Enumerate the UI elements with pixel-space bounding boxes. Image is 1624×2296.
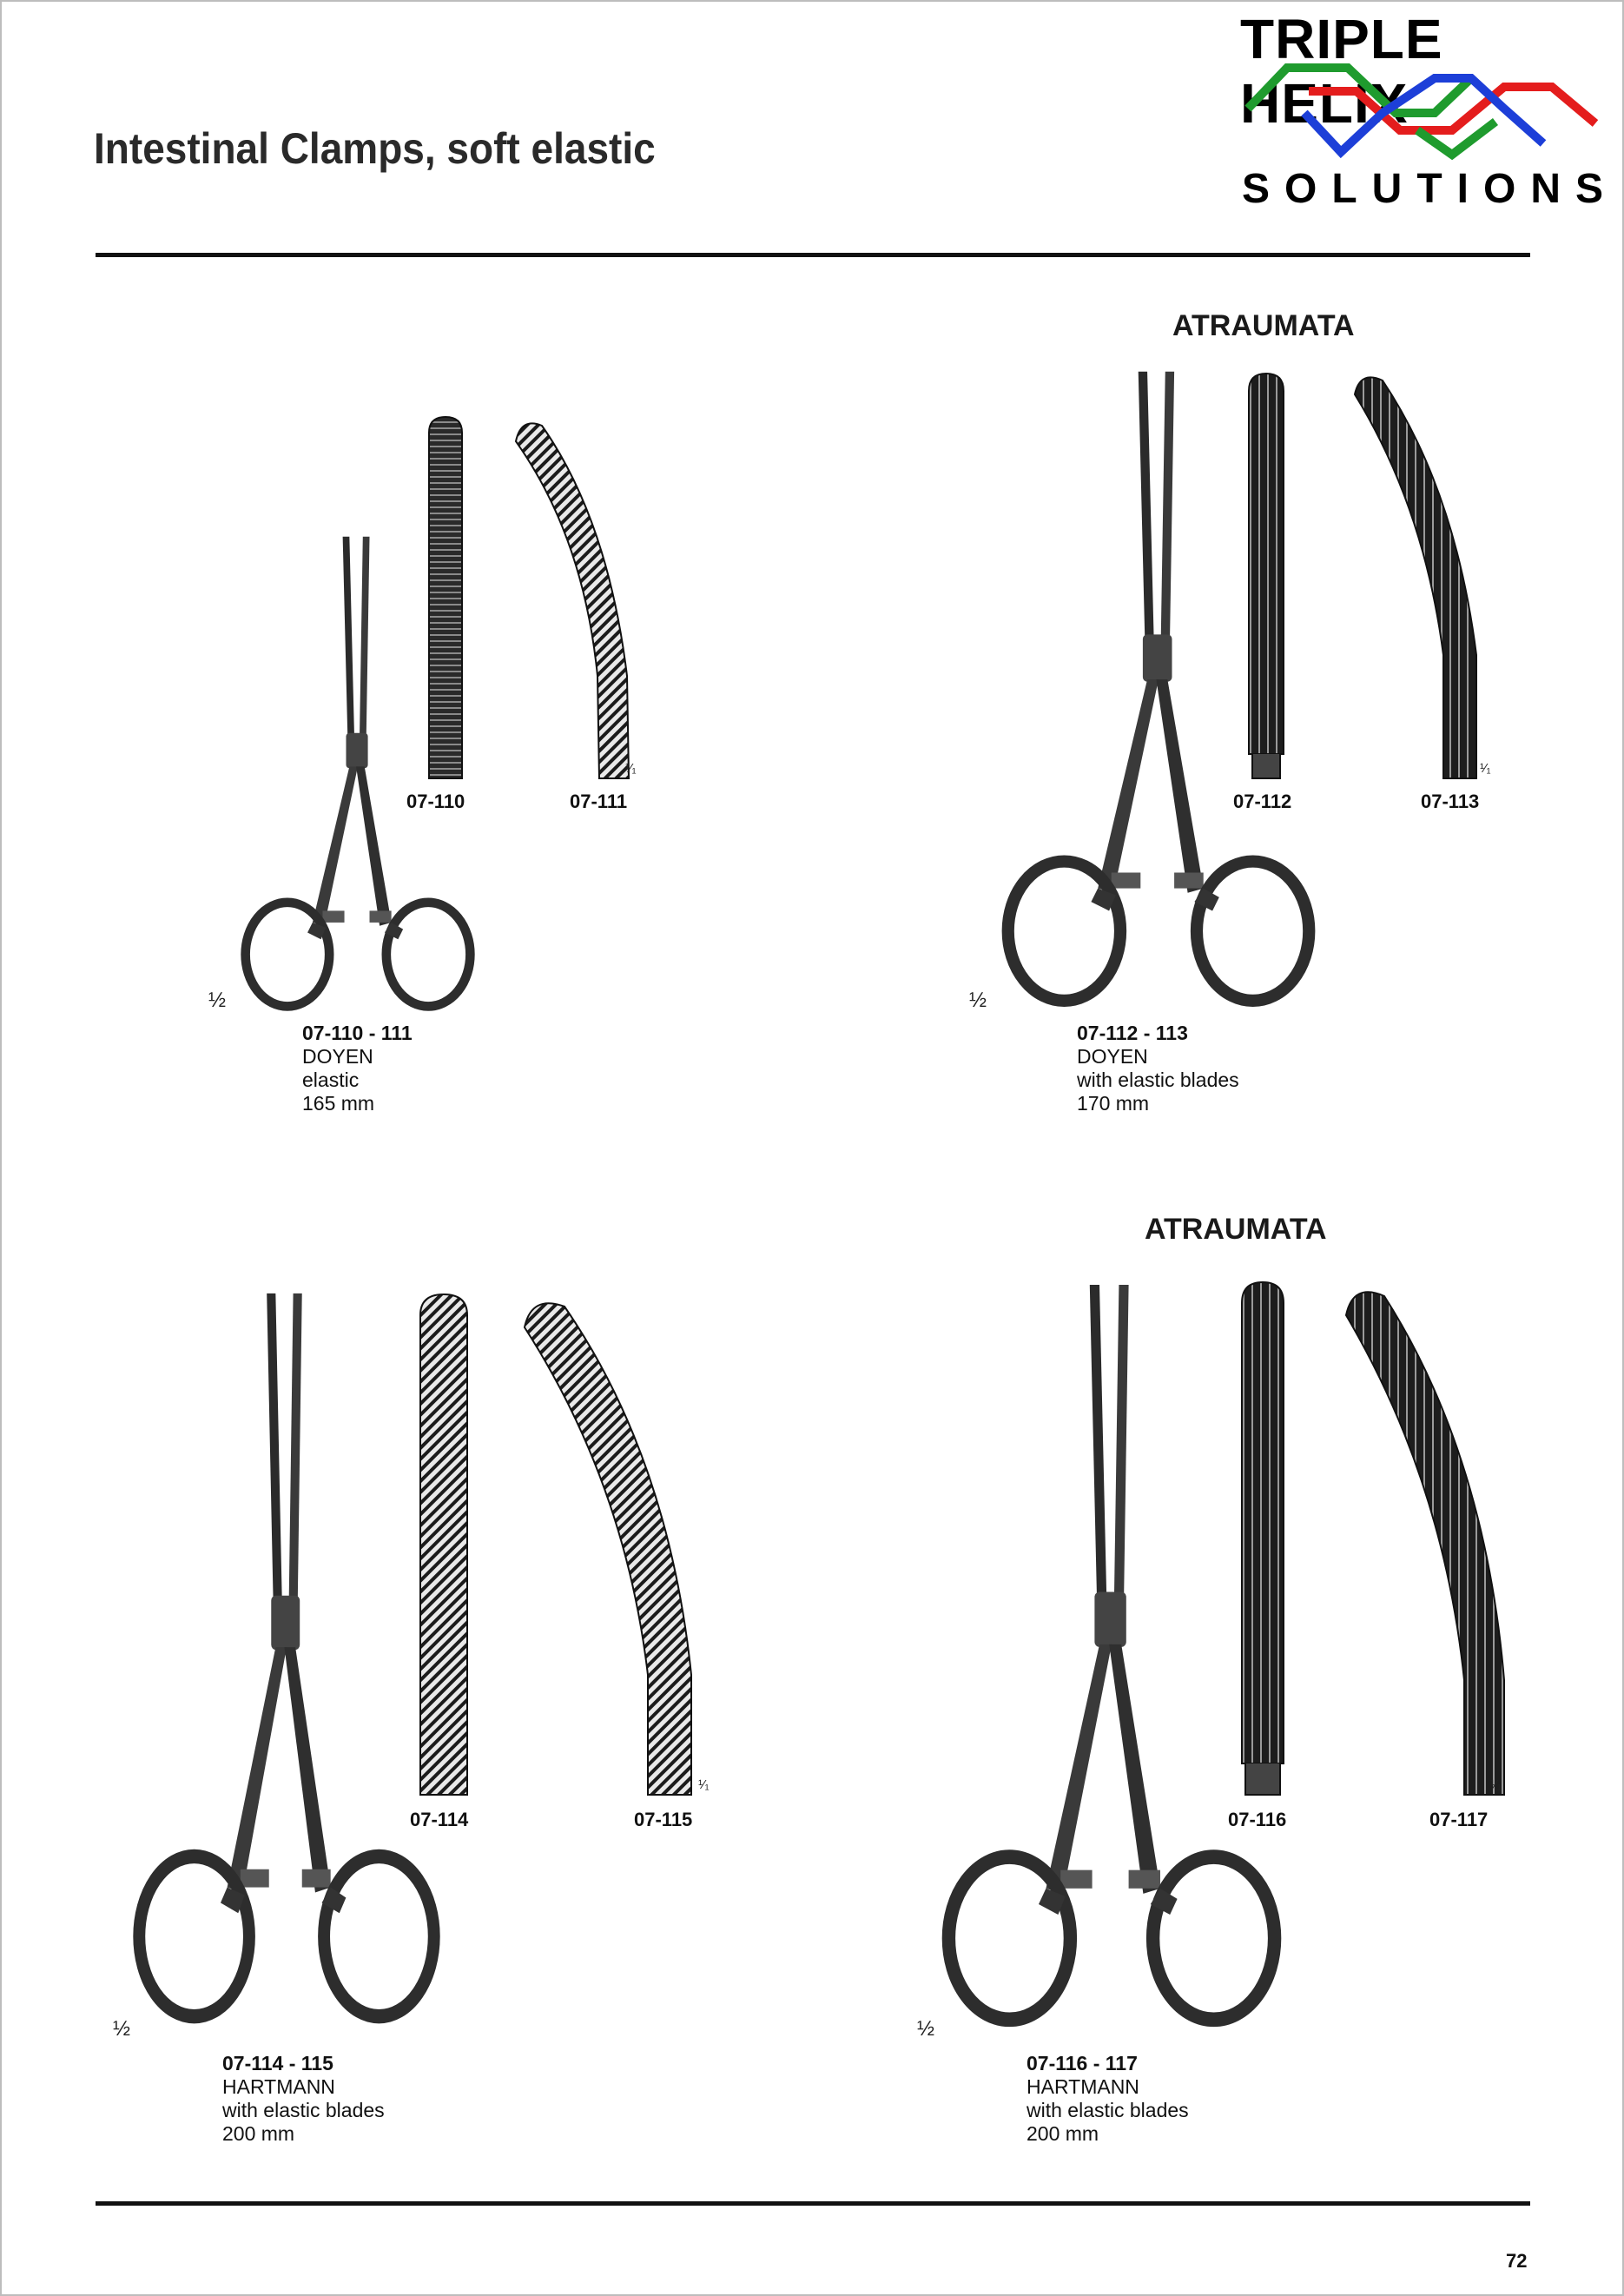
- product-caption-07-112: 07-112 - 113 DOYEN with elastic blades 1…: [1077, 1022, 1239, 1115]
- jaw-code-07-114: 07-114: [410, 1809, 469, 1830]
- jaw-scale-label: ¹⁄₁: [1490, 1777, 1502, 1792]
- jaw-code-07-113: 07-113: [1421, 791, 1480, 812]
- jaw-scale-label: ¹⁄₁: [625, 761, 637, 776]
- jaw-code-07-111: 07-111: [570, 791, 628, 812]
- page-title: Intestinal Clamps, soft elastic: [94, 124, 656, 173]
- product-size: 200 mm: [1027, 2122, 1099, 2145]
- product-code: 07-110 - 111: [302, 1022, 413, 1044]
- product-caption-07-116: 07-116 - 117 HARTMANN with elastic blade…: [1027, 2052, 1189, 2146]
- logo-wordmark-bottom: SOLUTIONS: [1242, 166, 1619, 212]
- product-size: 170 mm: [1077, 1092, 1150, 1115]
- jaw-curved-07-111: [514, 422, 630, 779]
- jaw-straight-07-112: [1248, 372, 1284, 779]
- jaw-scale-label: ¹⁄₁: [1480, 761, 1491, 776]
- jaw-code-07-110: 07-110: [406, 791, 465, 812]
- illustration-scale-label: ½: [969, 989, 987, 1012]
- jaw-curved-07-117: [1344, 1291, 1505, 1796]
- product-caption-07-110: 07-110 - 111 DOYEN elastic 165 mm: [302, 1022, 413, 1115]
- helix-logo-icon: [1244, 63, 1599, 161]
- product-size: 165 mm: [302, 1092, 375, 1115]
- jaw-code-07-116: 07-116: [1228, 1809, 1287, 1830]
- product-size: 200 mm: [222, 2122, 295, 2145]
- jaw-straight-07-116: [1241, 1280, 1284, 1796]
- product-name: HARTMANN: [1027, 2075, 1139, 2098]
- footer-rule: [96, 2201, 1530, 2206]
- illustration-scale-label: ½: [208, 989, 227, 1012]
- header-rule: [96, 253, 1530, 257]
- jaw-curved-07-115: [523, 1302, 692, 1796]
- jaw-scale-label: ¹⁄₁: [698, 1777, 710, 1792]
- product-code: 07-114 - 115: [222, 2052, 333, 2074]
- product-name: DOYEN: [302, 1045, 373, 1068]
- jaw-code-07-117: 07-117: [1429, 1809, 1489, 1830]
- jaw-code-07-115: 07-115: [634, 1809, 693, 1830]
- section-label-atraumata-2: ATRAUMATA: [1145, 1213, 1327, 1246]
- jaw-code-07-112: 07-112: [1233, 791, 1292, 812]
- jaw-straight-07-110: [428, 415, 463, 779]
- product-description: elastic: [302, 1069, 360, 1091]
- jaw-curved-07-113: [1353, 376, 1477, 779]
- product-description: with elastic blades: [1027, 2099, 1189, 2121]
- illustration-scale-label: ½: [917, 2017, 935, 2041]
- illustration-scale-label: ½: [113, 2017, 131, 2041]
- forceps-illustration-07-116: [929, 1277, 1294, 2038]
- jaw-straight-07-114: [419, 1293, 468, 1796]
- product-description: with elastic blades: [222, 2099, 385, 2121]
- product-code: 07-116 - 117: [1027, 2052, 1138, 2074]
- product-name: HARTMANN: [222, 2075, 335, 2098]
- product-description: with elastic blades: [1077, 1069, 1239, 1091]
- page-number: 72: [1506, 2250, 1528, 2272]
- product-code: 07-112 - 113: [1077, 1022, 1188, 1044]
- product-caption-07-114: 07-114 - 115 HARTMANN with elastic blade…: [222, 2052, 385, 2146]
- product-name: DOYEN: [1077, 1045, 1148, 1068]
- section-label-atraumata-1: ATRAUMATA: [1172, 309, 1355, 342]
- forceps-illustration-07-114: [122, 1286, 452, 2035]
